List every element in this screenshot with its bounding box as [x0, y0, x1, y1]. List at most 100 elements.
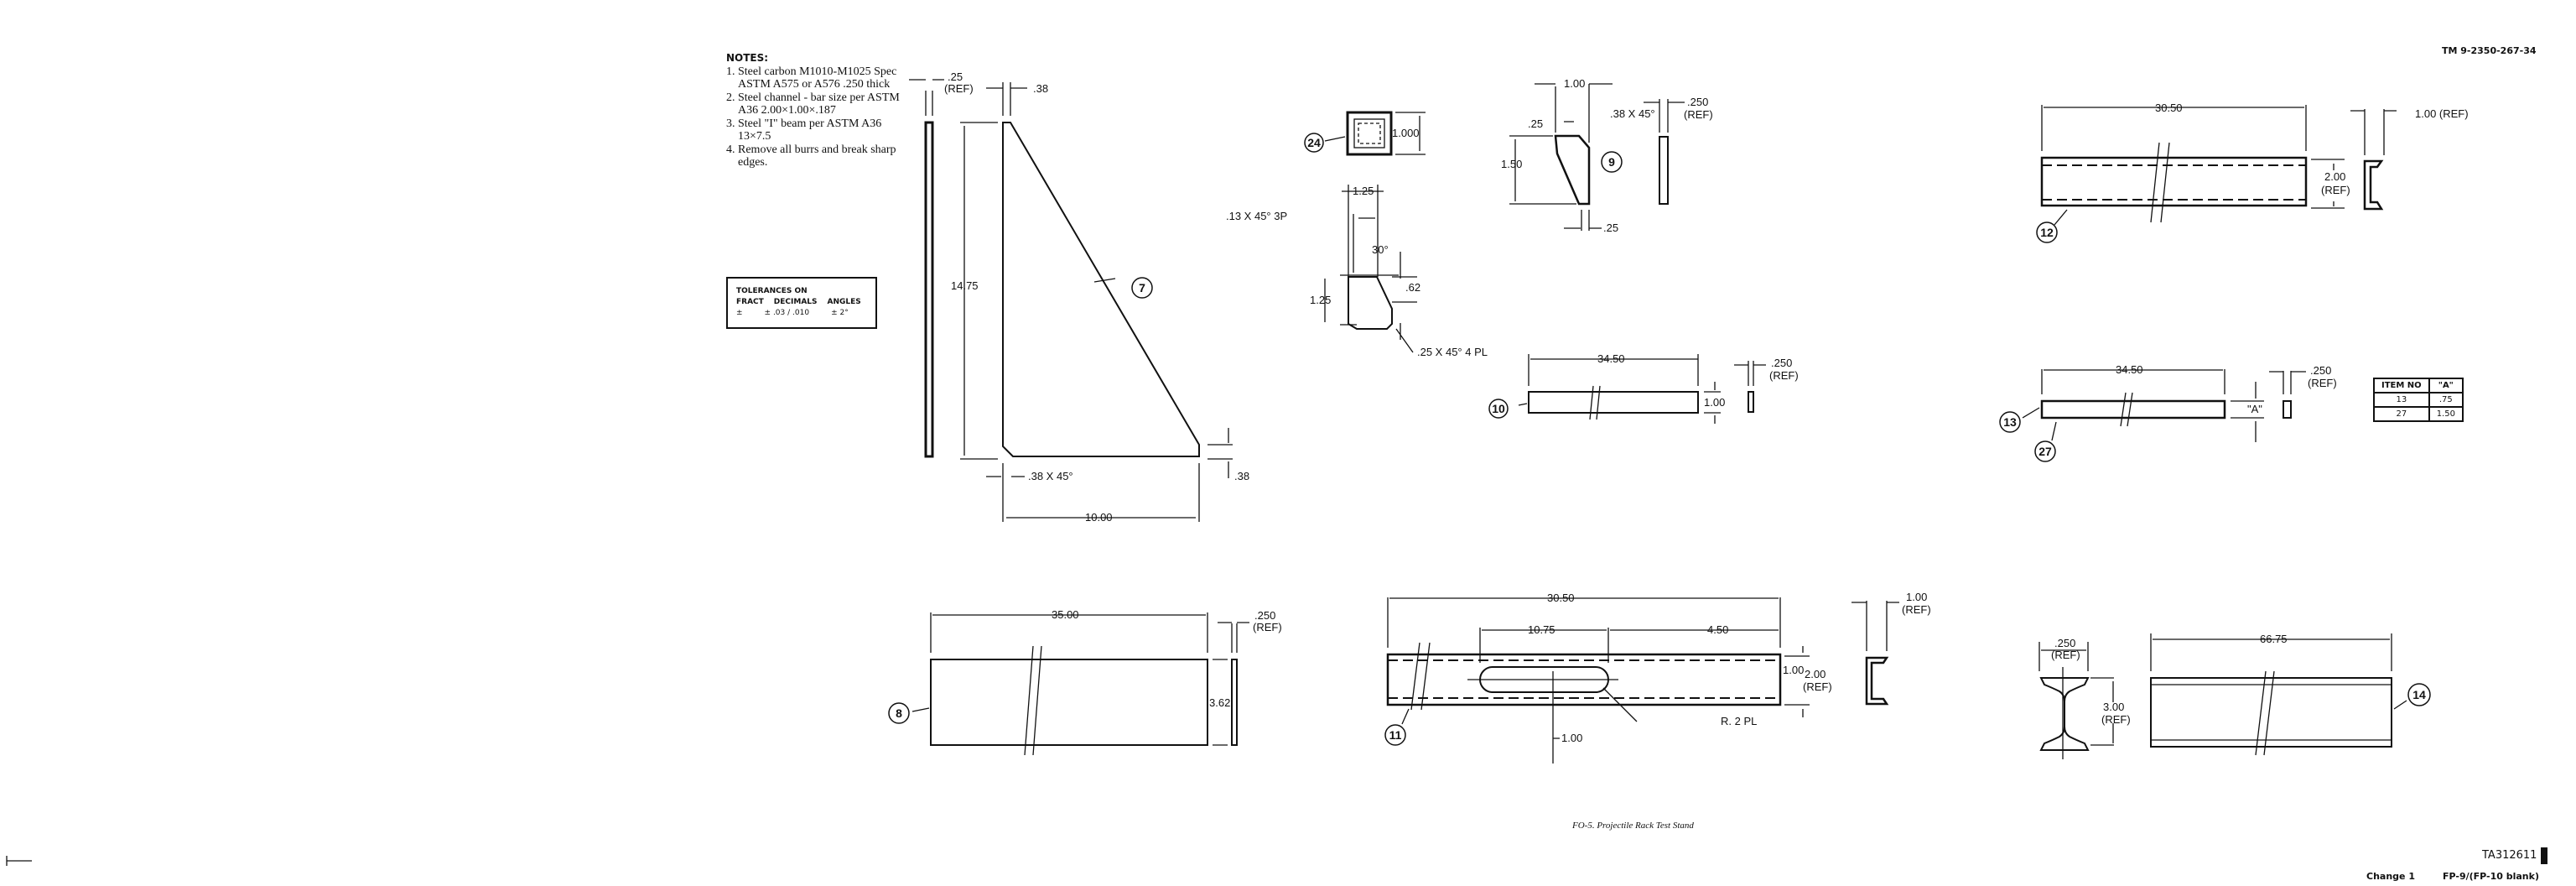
- dimension-label: 1.00: [1704, 396, 1725, 409]
- table-header: "A": [2428, 378, 2464, 393]
- dimension-label: (REF): [1902, 603, 1931, 616]
- cell: 27: [2373, 406, 2430, 422]
- dimension-label: 35.00: [1052, 608, 1079, 621]
- note-item: 3. Steel "I" beam per ASTM A36 13×7.5: [726, 117, 882, 143]
- tol-header: DECIMALS: [773, 298, 818, 306]
- part-12: 30.50 2.00 (REF) 1.00 (REF) 12: [2036, 102, 2469, 243]
- tolerances-box: TOLERANCES ON FRACT DECIMALS ANGLES ± ± …: [726, 277, 877, 329]
- dimension-label: 2.00: [2324, 170, 2345, 183]
- tol-header: FRACT: [736, 298, 764, 306]
- part-14: .250 (REF) 3.00 (REF) 66.75 14: [2038, 633, 2431, 759]
- part-10: 34.50 1.00 .250 (REF) 10: [1488, 352, 1799, 424]
- dimension-label: 34.50: [2116, 363, 2143, 376]
- tol-header: ANGLES: [827, 298, 861, 306]
- dimension-label: 10.00: [1085, 511, 1113, 524]
- tolerances-title: TOLERANCES ON: [736, 287, 808, 295]
- dimension-label: 3.62: [1209, 696, 1230, 709]
- dimension-label: (REF): [1803, 680, 1832, 693]
- balloon-11: 11: [1389, 728, 1402, 742]
- dimension-label: 1.25: [1310, 294, 1331, 306]
- balloon-8: 8: [896, 706, 902, 720]
- dimension-label: (REF): [2321, 184, 2350, 196]
- cell: 1.50: [2428, 406, 2464, 422]
- dimension-label: (REF): [1684, 108, 1713, 121]
- cell: 13: [2373, 392, 2430, 408]
- dimension-label: 3.00: [2103, 701, 2124, 713]
- note-item: 4. Remove all burrs and break sharp edge…: [726, 143, 896, 169]
- dimension-label: 2.00: [1805, 668, 1826, 680]
- figure-caption: FO-5. Projectile Rack Test Stand: [1572, 821, 1694, 831]
- dimension-label: 1.25: [1353, 185, 1374, 197]
- dimension-label: .250: [1771, 357, 1792, 369]
- tol-value: ±: [736, 309, 743, 317]
- dimension-label: .250: [1687, 96, 1708, 108]
- balloon-13: 13: [2003, 415, 2017, 429]
- part-24: 1.000 24: [1304, 111, 1426, 156]
- part-11: 30.50 10.75 4.50 1.00 2.00 (REF) R. 2 PL…: [1384, 591, 1931, 764]
- part-13: 34.50 "A" .250 (REF) 13 27: [1999, 363, 2337, 462]
- part-plug: 1.25 .13 X 45° 3P 30° 1.25 .62 .25 X 45°…: [1226, 185, 1488, 358]
- tol-value: ± .03 / .010: [764, 309, 810, 317]
- dimension-label: 1.00 (REF): [2415, 107, 2469, 120]
- dimension-label: .250: [1254, 609, 1275, 622]
- dimension-label: 30°: [1372, 243, 1389, 256]
- page-number: FP-9/(FP-10 blank): [2443, 871, 2539, 882]
- dimension-label: 1.50: [1501, 158, 1522, 170]
- dimension-label: .250: [2054, 637, 2075, 649]
- dimension-label: .62: [1405, 281, 1420, 294]
- dimension-label: R. 2 PL: [1721, 715, 1757, 727]
- notes: NOTES: 1. Steel carbon M1010-M1025 Spec …: [726, 52, 906, 169]
- notes-title: NOTES:: [726, 52, 769, 64]
- margin-mark: [6, 856, 32, 866]
- balloon-24: 24: [1307, 136, 1321, 149]
- dimension-label: (REF): [2051, 649, 2080, 661]
- ta-number: TA312611: [2482, 849, 2537, 862]
- dimension-label: (REF): [1769, 369, 1799, 382]
- dimension-label: 34.50: [1597, 352, 1625, 365]
- part-7: .25 (REF) 14.75 .38 X 45° 10.00 .38 .38 …: [909, 70, 1249, 524]
- change-label: Change 1: [2366, 871, 2415, 882]
- dimension-label: 30.50: [2155, 102, 2183, 114]
- dimension-label: 1.00: [1561, 732, 1582, 744]
- dimension-label: (REF): [2101, 713, 2131, 726]
- dimension-label: .25: [1528, 117, 1543, 130]
- dimension-label: 1.000: [1392, 127, 1420, 139]
- cell: .75: [2428, 392, 2464, 408]
- table-row: 13.75: [2373, 392, 2464, 408]
- balloon-27: 27: [2038, 445, 2052, 458]
- dimension-label: .38 X 45°: [1028, 470, 1073, 482]
- dimension-label: 1.00: [1783, 664, 1804, 676]
- dimension-label: 1.00: [1906, 591, 1927, 603]
- tol-value: ± 2°: [831, 309, 849, 317]
- change-bar: [2541, 847, 2547, 864]
- dimension-label: .25: [1603, 222, 1618, 234]
- balloon-14: 14: [2412, 688, 2426, 701]
- dimension-label: 14.75: [951, 279, 979, 292]
- dimension-label: (REF): [944, 82, 974, 95]
- dimension-label: .38: [1234, 470, 1249, 482]
- note-item: 1. Steel carbon M1010-M1025 Spec ASTM A5…: [726, 65, 897, 91]
- dimension-label: .250: [2310, 364, 2331, 377]
- dimension-label: .38: [1033, 82, 1048, 95]
- dimension-label: 66.75: [2260, 633, 2288, 645]
- note-item: 2. Steel channel - bar size per ASTM A36…: [726, 91, 900, 117]
- balloon-12: 12: [2040, 226, 2054, 239]
- dimension-label: .25 X 45° 4 PL: [1417, 346, 1488, 358]
- dimension-label: (REF): [2308, 377, 2337, 389]
- balloon-9: 9: [1608, 155, 1615, 169]
- dimension-label: 10.75: [1528, 623, 1555, 636]
- table-header: ITEM NO: [2373, 378, 2430, 393]
- dimension-label: .38 X 45°: [1610, 107, 1655, 120]
- balloon-7: 7: [1139, 281, 1145, 294]
- dimension-label: .13 X 45° 3P: [1226, 210, 1287, 222]
- dimension-label: 1.00: [1564, 77, 1585, 90]
- part-8: 35.00 3.62 .250 (REF) 8: [888, 608, 1282, 756]
- part-9: 1.00 .25 .38 X 45° 1.50 .25 9 .250 (REF): [1501, 77, 1713, 234]
- tm-number: TM 9-2350-267-34: [2442, 45, 2537, 56]
- dimension-label: 30.50: [1547, 592, 1575, 604]
- dimension-label: "A": [2247, 403, 2262, 415]
- dimension-label: .25: [948, 70, 963, 83]
